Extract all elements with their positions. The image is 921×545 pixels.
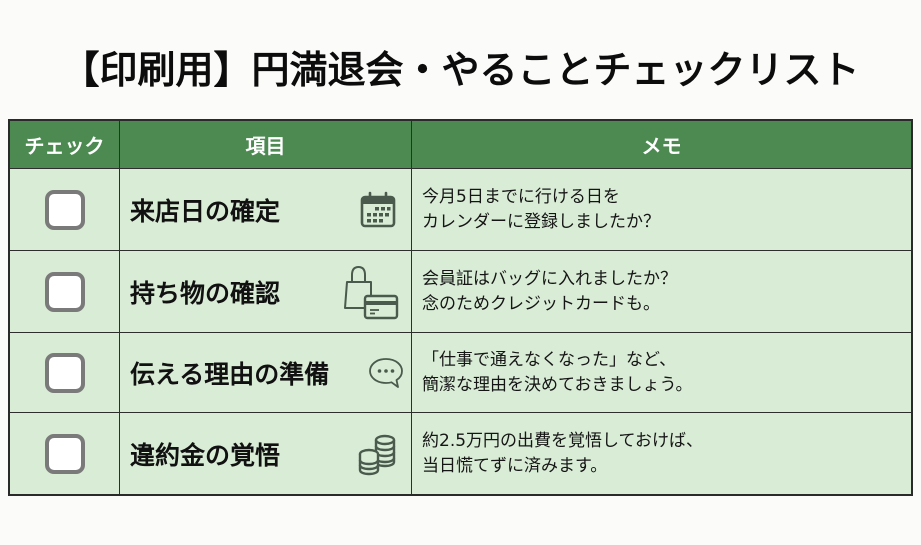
check-cell <box>10 169 120 251</box>
memo-cell: 約2.5万円の出費を覚悟しておけば、 当日慌てずに済みます。 <box>412 413 911 494</box>
memo-line: 会員証はバッグに入れましたか？ <box>422 268 677 289</box>
calendar-icon <box>355 187 401 233</box>
item-cell: 違約金の覚悟 <box>120 413 412 494</box>
item-label: 違約金の覚悟 <box>130 440 281 470</box>
checkbox-reason[interactable] <box>44 352 85 393</box>
item-cell: 来店日の確定 <box>120 169 412 251</box>
check-cell <box>10 413 120 494</box>
memo-cell: 今月5日までに行ける日を カレンダーに登録しましたか？ <box>412 169 911 251</box>
item-label: 伝える理由の準備 <box>130 359 330 389</box>
check-cell <box>10 251 120 333</box>
checkbox-cancellation-fee[interactable] <box>44 433 85 474</box>
memo-line: 約2.5万円の出費を覚悟しておけば、 <box>422 430 704 451</box>
speech-bubble-icon <box>367 350 405 396</box>
item-cell: 伝える理由の準備 <box>120 333 412 413</box>
page-title: 【印刷用】円満退会・やることチェックリスト <box>61 48 860 92</box>
item-label: 来店日の確定 <box>130 196 281 226</box>
item-label: 持ち物の確認 <box>130 278 281 308</box>
check-cell <box>10 333 120 413</box>
memo-line: 当日慌てずに済みます。 <box>422 455 608 476</box>
checklist-table: チェック 項目 メモ 来店日の確定 <box>8 119 913 496</box>
memo-line: 簡潔な理由を決めておきましょう。 <box>422 374 693 395</box>
header-item: 項目 <box>120 121 412 169</box>
memo-line: 今月5日までに行ける日を <box>422 186 620 207</box>
memo-line: 「仕事で通えなくなった」など、 <box>422 349 677 370</box>
checkbox-visit-date[interactable] <box>44 189 85 230</box>
item-cell: 持ち物の確認 <box>120 251 412 333</box>
header-check: チェック <box>10 121 120 169</box>
bag-and-card-icon <box>341 262 401 322</box>
checkbox-belongings[interactable] <box>44 271 85 312</box>
memo-cell: 会員証はバッグに入れましたか？ 念のためクレジットカードも。 <box>412 251 911 333</box>
memo-cell: 「仕事で通えなくなった」など、 簡潔な理由を決めておきましょう。 <box>412 333 911 413</box>
header-memo: メモ <box>412 121 911 169</box>
memo-line: カレンダーに登録しましたか？ <box>422 211 660 232</box>
memo-line: 念のためクレジットカードも。 <box>422 293 660 314</box>
coins-icon <box>355 431 401 477</box>
